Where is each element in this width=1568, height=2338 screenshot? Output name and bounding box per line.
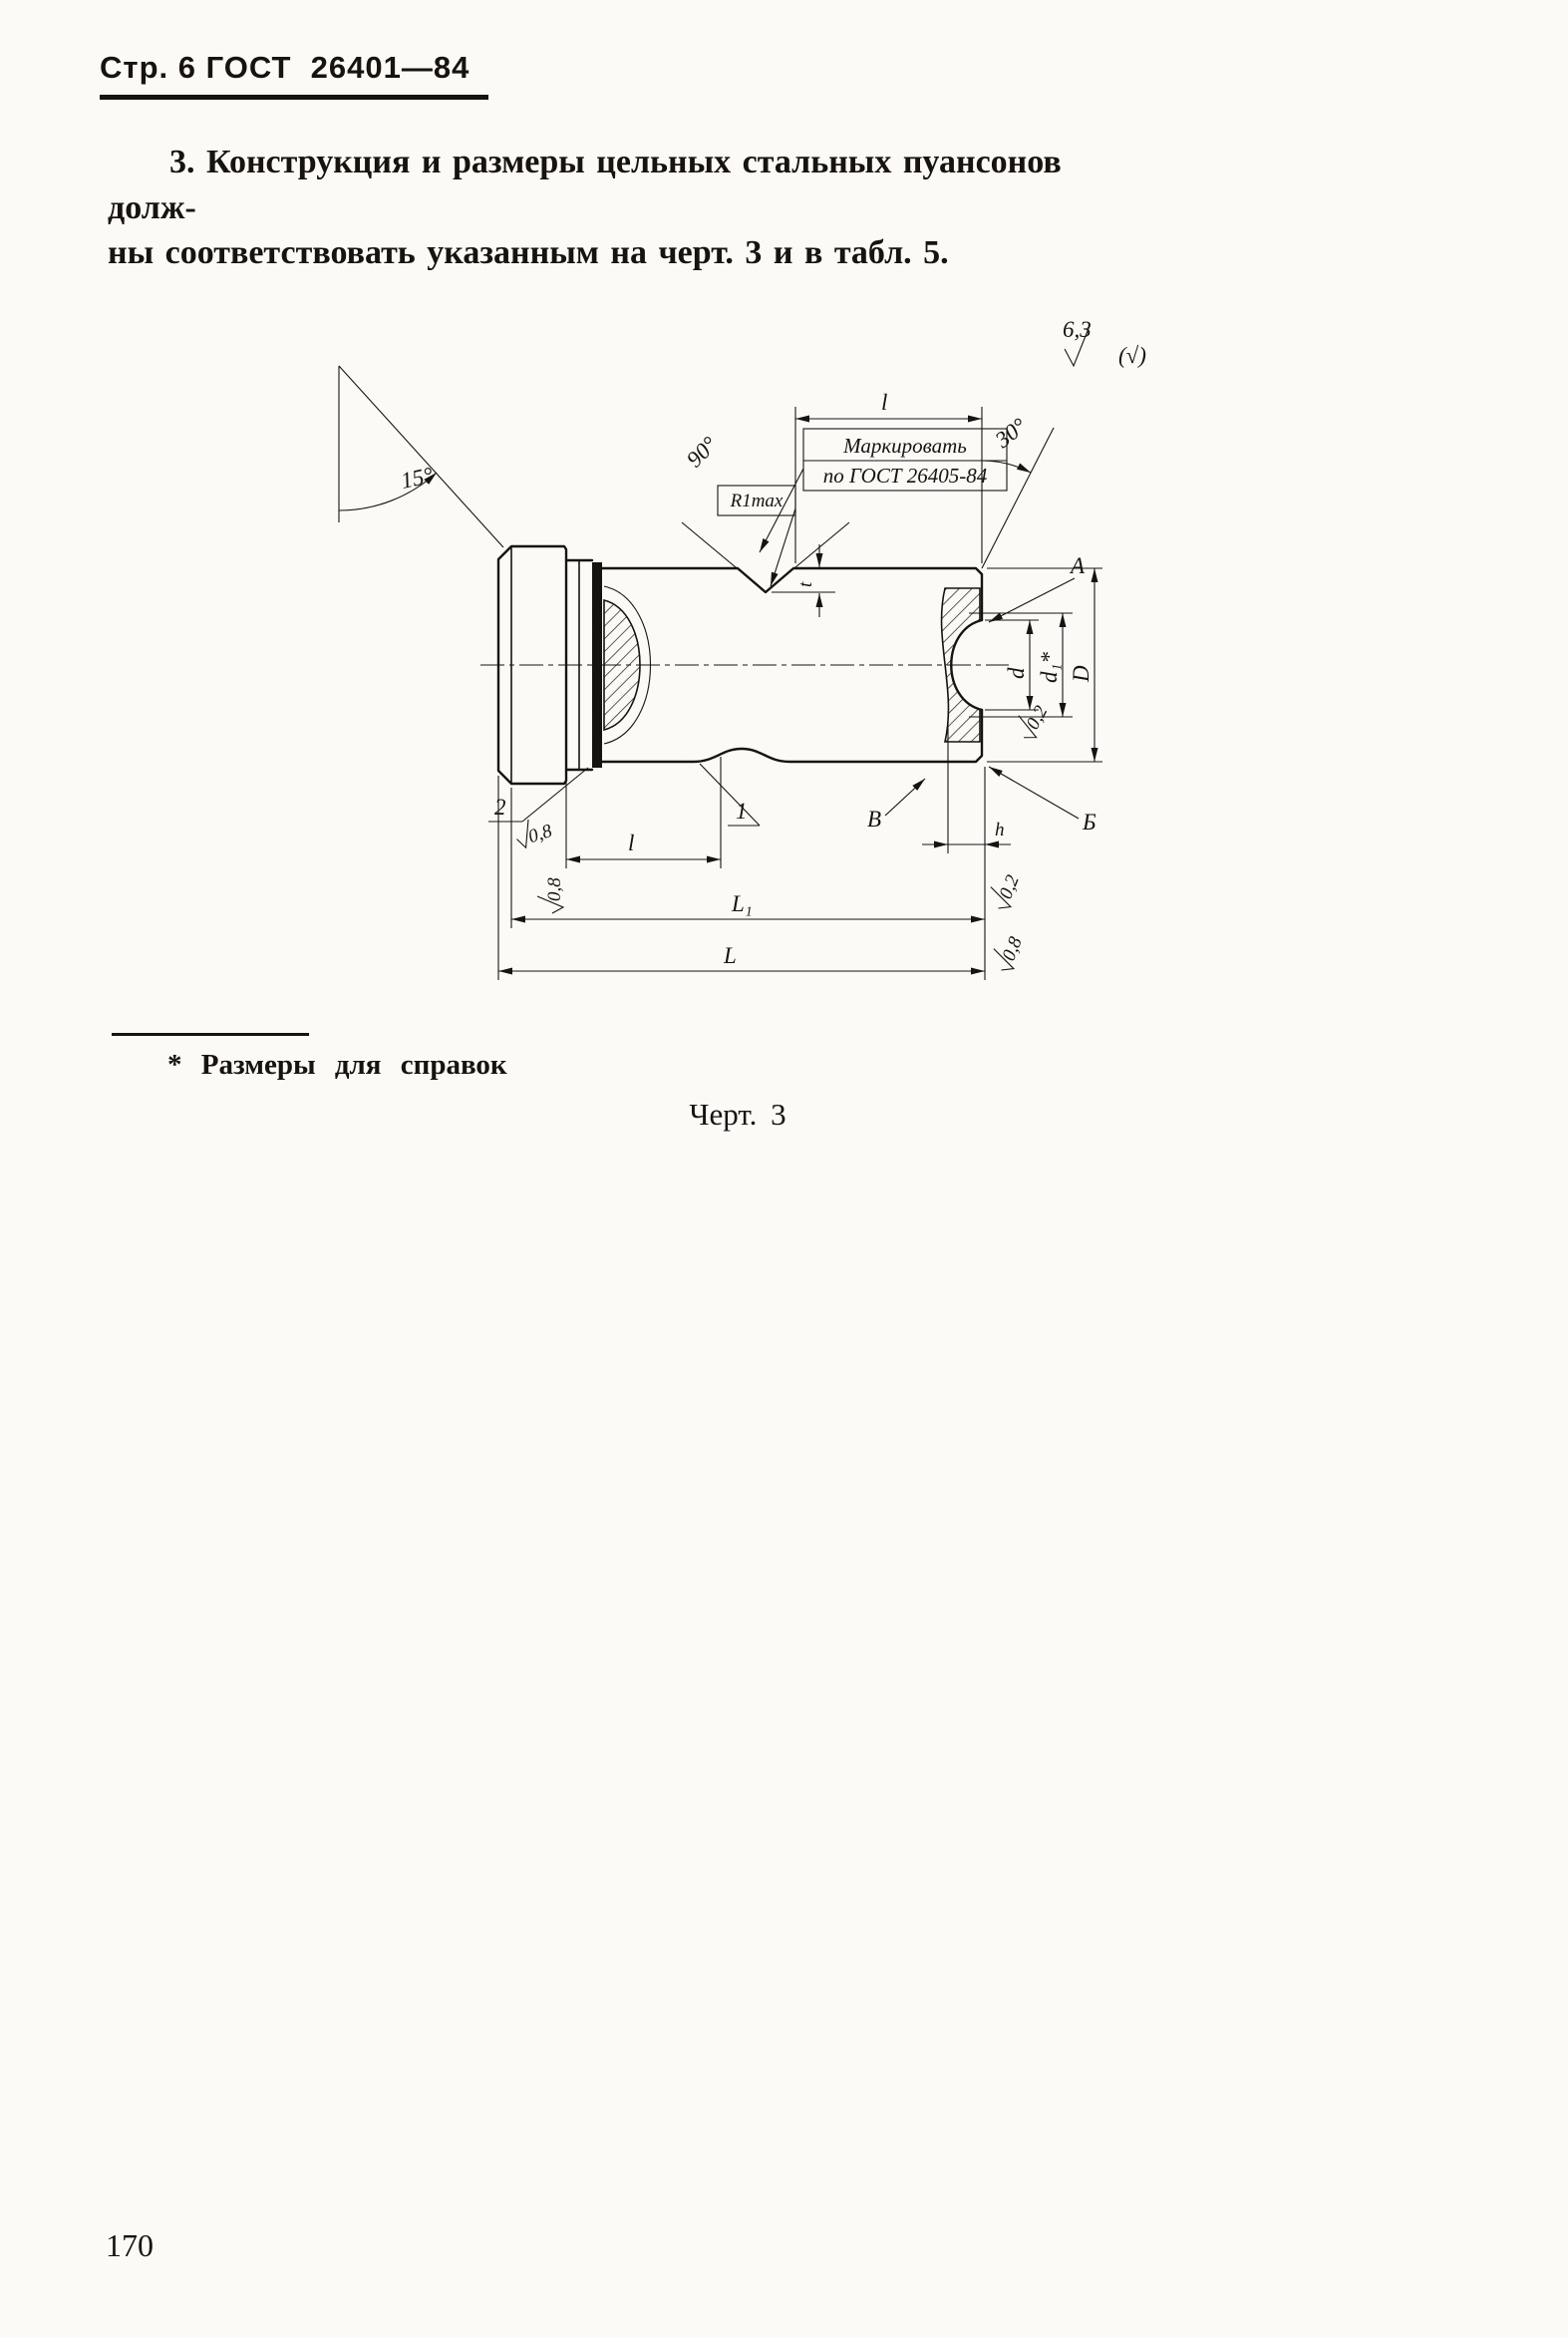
surface-finish-note: 6,3 (√) (1063, 317, 1146, 368)
dim-L: L (497, 776, 985, 980)
angle-90-label: 90° (682, 432, 722, 472)
roughness-mark-groove: 0,8 (516, 820, 555, 849)
dim-L-label: L (723, 943, 737, 968)
dim-t: t (772, 544, 835, 617)
paragraph-line-1: 3. Конструкция и размеры цельных стальны… (108, 144, 1062, 226)
figure-caption: Черт. 3 (689, 1097, 786, 1132)
position-1-label: 1 (736, 799, 748, 824)
dim-h-label: h (995, 820, 1005, 840)
roughness-value: 0,8 (544, 877, 565, 901)
roughness-value: 0,2 (1023, 702, 1053, 733)
footnote-rule (112, 1033, 309, 1036)
roughness-mark-end-mid: 0,2 (990, 871, 1024, 909)
dim-D-label: D (1069, 665, 1094, 683)
roughness-mark-end-lower: 0,8 (993, 933, 1027, 971)
angle-30-label: 30° (990, 413, 1032, 453)
dim-l-bottom-label: l (628, 831, 634, 855)
roughness-check-icon (990, 886, 1013, 909)
marking-text-2: по ГОСТ 26405-84 (823, 464, 988, 488)
dim-D: D (987, 567, 1102, 763)
paragraph-line-2: ны соответствовать указанным на черт. 3 … (108, 234, 949, 272)
surface-finish-value: 6,3 (1063, 317, 1092, 342)
body-paragraph: 3. Конструкция и размеры цельных стальны… (108, 140, 1112, 276)
roughness-value: 0,8 (525, 821, 555, 847)
section-hatch-head (603, 598, 641, 732)
dim-d-label: d (1004, 667, 1029, 679)
angle-15-label: 15° (399, 463, 436, 494)
punch-technical-drawing: 6,3 (√) l Маркировать по ГОСТ 26405-84 3… (338, 317, 1146, 980)
dim-l-top-label: l (881, 390, 887, 415)
callout-B: Б (988, 766, 1097, 835)
dim-d1-label: d₁* (1037, 652, 1062, 683)
callout-B-label: Б (1082, 810, 1097, 835)
position-1: 1 (699, 763, 761, 827)
punch-body (480, 544, 1009, 786)
position-2-label: 2 (494, 795, 506, 820)
roughness-check-icon (1018, 715, 1038, 739)
roughness-check-icon (536, 895, 565, 914)
dim-h: h (922, 722, 1011, 980)
page-number: 170 (106, 2227, 154, 2263)
dim-L1: L₁ (510, 788, 985, 928)
marking-callout: Маркировать по ГОСТ 26405-84 (759, 428, 1008, 553)
dim-d: d (985, 619, 1039, 711)
view-V-label: В (867, 807, 881, 832)
roughness-check-icon (516, 820, 529, 849)
r1max-annotation: R1max (717, 485, 796, 587)
position-2: 2 (488, 767, 589, 823)
roughness-check-icon (993, 948, 1016, 971)
body-bottom-profile (600, 708, 984, 764)
marking-text-1: Маркировать (842, 434, 967, 458)
dim-t-label: t (795, 581, 816, 587)
dim-L1-label: L₁ (731, 891, 753, 916)
dim-d1: d₁* (969, 612, 1073, 718)
callout-A-label: A (1069, 553, 1086, 578)
r1max-label: R1max (730, 491, 784, 511)
roughness-check-icon (1064, 325, 1091, 368)
rest-surfaces-symbol: (√) (1118, 343, 1146, 368)
dim-l-bottom: l (565, 757, 722, 868)
angle-15-annotation: 15° (338, 365, 504, 548)
view-arrow-V: В (867, 778, 926, 832)
header-rule (100, 95, 488, 100)
roughness-value: 0,2 (995, 871, 1024, 901)
footnote: * Размеры для справок (167, 1049, 507, 1081)
roughness-mark-left: 0,8 (536, 877, 565, 914)
roughness-mark-recess: 0,2 (1018, 702, 1053, 739)
page-header: Стр. 6 ГОСТ 26401—84 (100, 50, 470, 85)
body-top-profile (600, 566, 984, 622)
callout-A: A (988, 553, 1086, 623)
roughness-value: 0,8 (998, 933, 1027, 963)
